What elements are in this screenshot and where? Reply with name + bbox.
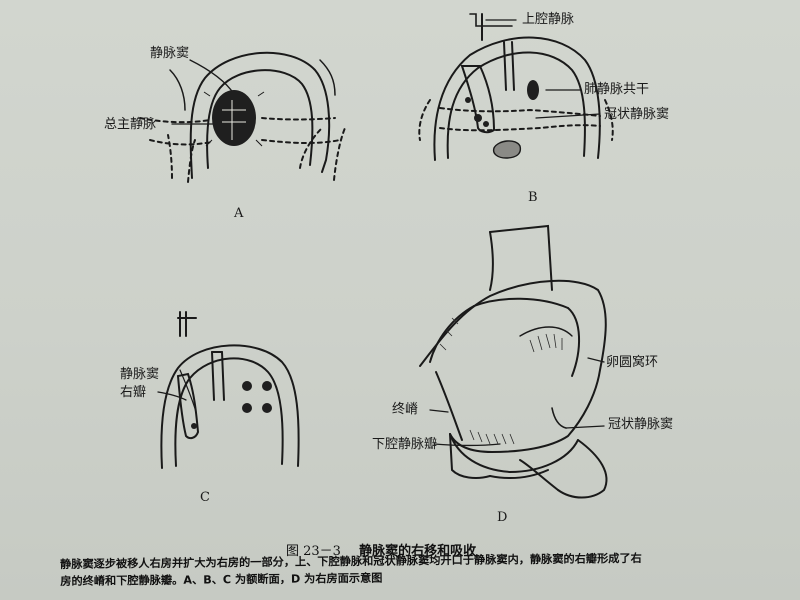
label-crista-terminalis: 终嵴 [392, 402, 419, 417]
panel-letter-b: B [528, 190, 538, 205]
panel-a-sinus-body [203, 90, 265, 147]
label-coronary-sinus-d: 冠状静脉窦 [608, 417, 674, 432]
label-sinus-valve-line1: 静脉窦 [120, 367, 160, 382]
panel-b-drawing [418, 13, 614, 161]
label-pulmonary-vein-trunk: 肺静脉共干 [584, 82, 650, 97]
panel-c-drawing [160, 311, 300, 469]
caption-number: 图 23－3 [286, 544, 341, 559]
label-sinus-venosus: 静脉窦 [150, 46, 190, 61]
caption-title: 静脉窦的右移和吸收 [359, 544, 477, 559]
panel-c-filled-shapes [191, 381, 272, 429]
label-common-cardinal-vein: 总主静脉 [104, 117, 157, 132]
panel-b-filled-shapes [465, 80, 539, 159]
label-limbus-fossa-ovalis: 卵圆窝环 [606, 355, 659, 370]
label-superior-vena-cava: 上腔静脉 [522, 12, 575, 27]
panel-d-shading [439, 317, 563, 445]
panel-letter-a: A [234, 206, 244, 221]
label-sinus-valve-line2: 右瓣 [120, 385, 147, 400]
panel-a-drawing [139, 51, 346, 183]
label-ivc-valve: 下腔静脉瓣 [372, 437, 438, 452]
panel-letter-d: D [497, 510, 508, 525]
label-coronary-sinus-b: 冠状静脉窦 [604, 107, 670, 122]
figure-caption: 图 23－3 静脉窦的右移和吸收 [286, 540, 476, 559]
panel-d-drawing [419, 224, 608, 499]
panel-letter-c: C [200, 490, 210, 505]
